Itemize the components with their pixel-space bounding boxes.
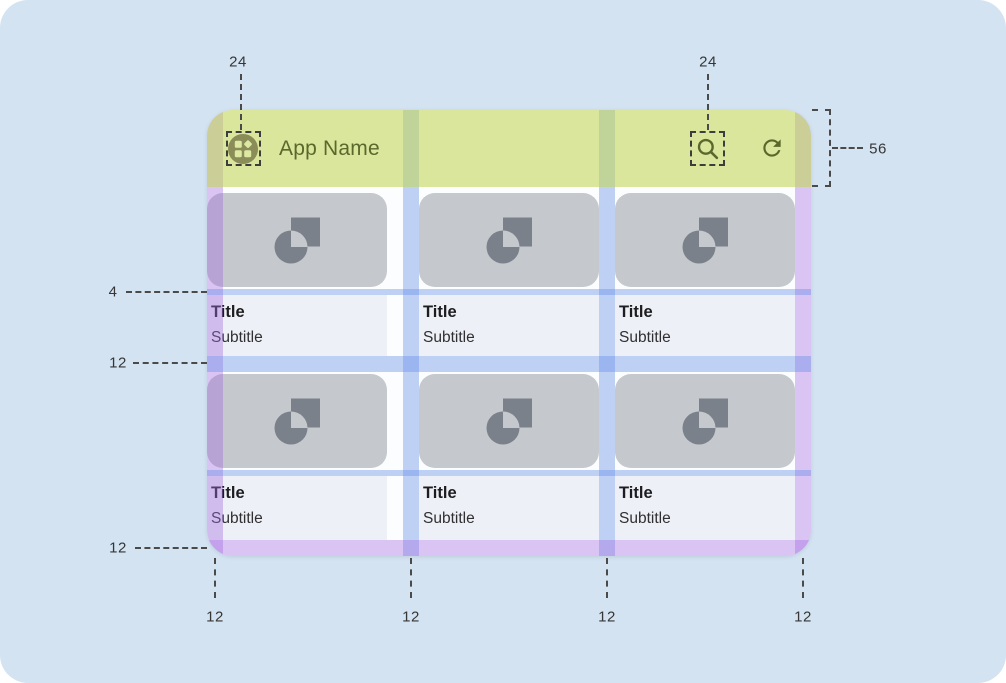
appbar-title: App Name	[279, 136, 380, 160]
leading-icon-measure-box	[226, 131, 261, 166]
measure-line	[135, 547, 207, 549]
measure-label-12-gutter-1: 12	[402, 608, 420, 626]
card-subtitle: Subtitle	[619, 510, 671, 527]
card-image[interactable]	[615, 193, 795, 287]
measure-line	[240, 74, 242, 130]
top-app-bar: App Name	[207, 110, 811, 187]
card-title: Title	[423, 484, 457, 502]
card-text[interactable]: Title Subtitle	[419, 476, 599, 540]
measure-label-56: 56	[869, 140, 887, 158]
card-title: Title	[211, 303, 245, 321]
card-image[interactable]	[207, 193, 387, 287]
card-title: Title	[423, 303, 457, 321]
image-placeholder-icon	[274, 398, 320, 444]
card-text[interactable]: Title Subtitle	[615, 295, 795, 356]
card-subtitle: Subtitle	[211, 510, 263, 527]
measure-label-12-gutter-2: 12	[598, 608, 616, 626]
measure-label-4: 4	[108, 283, 118, 301]
measure-tick	[812, 109, 831, 111]
measure-label-12-bottom-margin: 12	[109, 539, 127, 557]
card-image[interactable]	[615, 374, 795, 468]
card-subtitle: Subtitle	[423, 329, 475, 346]
measure-line	[832, 147, 863, 149]
card-text[interactable]: Title Subtitle	[419, 295, 599, 356]
measure-line	[126, 291, 207, 293]
image-placeholder-icon	[486, 217, 532, 263]
measure-label-24-left: 24	[229, 53, 247, 71]
card-title: Title	[211, 484, 245, 502]
measure-tick	[812, 185, 831, 187]
measure-label-24-right: 24	[699, 53, 717, 71]
card-image[interactable]	[419, 193, 599, 287]
image-placeholder-icon	[682, 398, 728, 444]
card-subtitle: Subtitle	[423, 510, 475, 527]
measure-line	[606, 558, 608, 598]
card-text[interactable]: Title Subtitle	[207, 295, 387, 356]
measure-line	[829, 109, 831, 187]
grid-column-2: Title Subtitle Title Subtitle	[419, 110, 599, 556]
image-placeholder-icon	[274, 217, 320, 263]
apps-menu-icon[interactable]	[228, 134, 258, 164]
image-placeholder-icon	[682, 217, 728, 263]
card-subtitle: Subtitle	[211, 329, 263, 346]
card-text[interactable]: Title Subtitle	[615, 476, 795, 540]
card-title: Title	[619, 303, 653, 321]
trailing-icon-measure-box	[690, 131, 725, 166]
app-mockup: Title Subtitle Title Subtitle	[207, 110, 811, 556]
grid-column-3: Title Subtitle Title Subtitle	[615, 110, 795, 556]
measure-label-12-rows: 12	[109, 354, 127, 372]
search-icon[interactable]	[695, 136, 721, 162]
measure-label-12-margin-left: 12	[206, 608, 224, 626]
refresh-icon[interactable]	[759, 135, 785, 161]
grid-column-1: Title Subtitle Title Subtitle	[207, 110, 387, 556]
measure-line	[133, 362, 207, 364]
measure-line	[410, 558, 412, 598]
card-subtitle: Subtitle	[619, 329, 671, 346]
measure-label-12-margin-right: 12	[794, 608, 812, 626]
card-image[interactable]	[207, 374, 387, 468]
measure-line	[214, 558, 216, 598]
measure-line	[802, 558, 804, 598]
image-placeholder-icon	[486, 398, 532, 444]
card-title: Title	[619, 484, 653, 502]
card-text[interactable]: Title Subtitle	[207, 476, 387, 540]
measure-line	[707, 74, 709, 130]
card-image[interactable]	[419, 374, 599, 468]
